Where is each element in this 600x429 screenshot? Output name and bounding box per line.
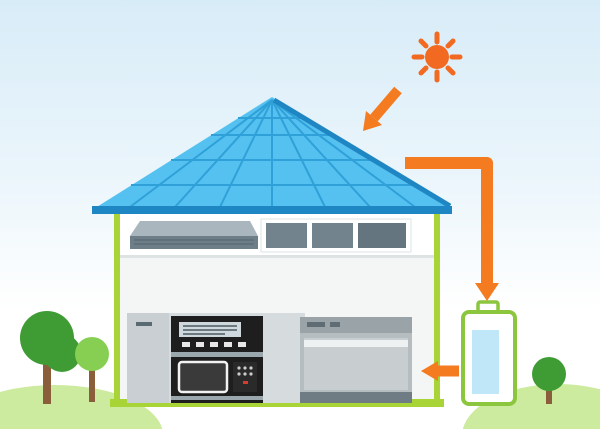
small-tree-trunk [89, 366, 95, 402]
oven-microwave-stack [171, 316, 263, 403]
oven-mid-bar [171, 352, 263, 357]
oven-knob [182, 342, 190, 347]
tree-foliage-dark [43, 334, 81, 372]
window-pane [266, 223, 307, 248]
dishwasher-control-slot [330, 322, 340, 327]
oven-bottom-bar [171, 396, 263, 400]
dishwasher-kick-plate [300, 392, 412, 403]
keypad-dot [237, 372, 241, 376]
house-trim-right [434, 210, 440, 404]
window-pane [358, 223, 406, 248]
counter-handle [136, 322, 152, 326]
floor-divider-line [118, 255, 436, 258]
energy-flow-arrows [363, 86, 499, 381]
keypad-dot [249, 372, 253, 376]
keypad-dot [243, 372, 247, 376]
sun-core [425, 45, 449, 69]
sunlight-arrow-shaft [370, 86, 402, 122]
house-trim-left [114, 210, 120, 404]
keypad-dot [249, 366, 253, 370]
battery-to-appliance-arrow-head [421, 361, 438, 381]
upper-windows [260, 218, 412, 253]
shrub-foliage [532, 357, 566, 391]
sun-ray [418, 65, 429, 76]
solar-grid-lines [129, 99, 416, 208]
sun-icon [411, 31, 463, 83]
right-shrub-group [532, 357, 566, 404]
vent-front-face [130, 236, 258, 249]
dishwasher [300, 317, 412, 403]
sun-ray [445, 65, 456, 76]
shrub-trunk [546, 386, 552, 404]
microwave-window [177, 360, 229, 394]
dishwasher-handle [304, 340, 408, 347]
roof-to-battery-arrow-head [475, 283, 499, 301]
oven-knob [224, 342, 232, 347]
oven-knob [196, 342, 204, 347]
keypad-dot [237, 366, 241, 370]
dishwasher-control-strip [300, 317, 412, 333]
range-hood-vent [130, 221, 258, 249]
right-ground-mound [462, 384, 600, 429]
roof-to-battery-arrow-shaft [405, 157, 493, 284]
solar-panel-roof [92, 97, 452, 214]
sunlight-arrow-head [363, 111, 382, 131]
roof-eave-edge [92, 206, 452, 214]
roof-right-slope-edge [272, 97, 452, 209]
sun-ray [445, 38, 456, 49]
left-tree-group [20, 311, 109, 404]
counter-left-column [127, 313, 169, 403]
window-pane [312, 223, 353, 248]
keypad-red-button [243, 381, 248, 384]
oven-knob [238, 342, 246, 347]
sun-ray [418, 38, 429, 49]
battery-charge-level [472, 330, 499, 394]
oven-knob [210, 342, 218, 347]
keypad-dot [243, 366, 247, 370]
storage-battery [461, 300, 517, 406]
vent-top-face [130, 221, 258, 236]
small-tree-foliage [75, 337, 109, 371]
dishwasher-control-slot [307, 322, 325, 327]
sun-rays [411, 31, 463, 83]
tree-trunk [43, 356, 51, 404]
